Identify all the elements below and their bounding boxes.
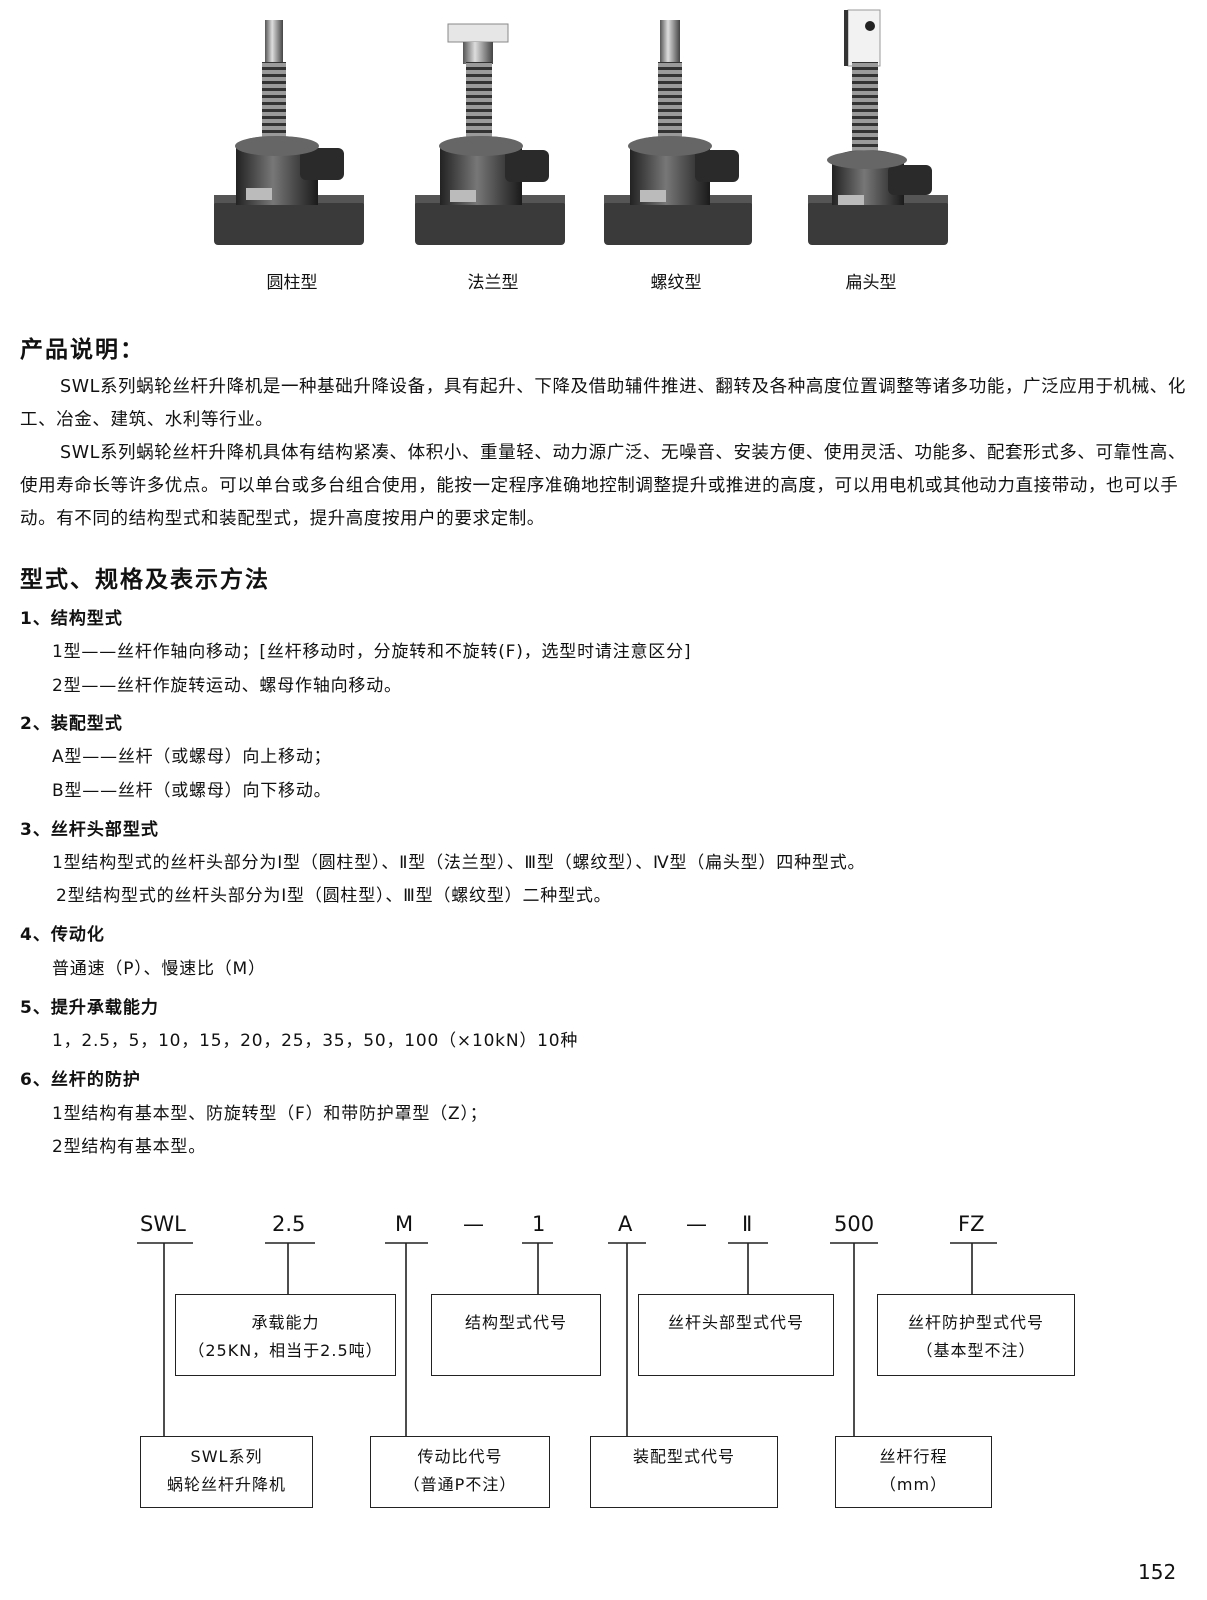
protection-code-box-line-1: 丝杆防护型式代号	[907, 1313, 1044, 1332]
assembly-code-box-line-1: 装配型式代号	[632, 1447, 735, 1466]
assembly-type-line-2: B型——丝杆（或螺母）向下移动。	[52, 781, 332, 801]
code-stroke: 500	[834, 1212, 875, 1236]
transmission-title: 4、传动化	[20, 925, 105, 945]
code-assembly: A	[618, 1212, 633, 1236]
screw-head-code-box: 丝杆头部型式代号	[638, 1294, 834, 1376]
protection-line-2: 2型结构有基本型。	[52, 1137, 207, 1157]
stroke-box-line-1: 丝杆行程	[879, 1447, 948, 1466]
stroke-box: 丝杆行程 （mm）	[835, 1436, 992, 1508]
screw-head-type-line-2: 2型结构型式的丝杆头部分为Ⅰ型（圆柱型）、Ⅲ型（螺纹型）二种型式。	[56, 886, 612, 906]
assembly-type-title: 2、装配型式	[20, 714, 123, 734]
code-series: SWL	[140, 1212, 186, 1236]
protection-code-box: 丝杆防护型式代号 （基本型不注）	[877, 1294, 1075, 1376]
assembly-code-box: 装配型式代号	[590, 1436, 778, 1508]
description-heading: 产品说明：	[20, 337, 145, 363]
code-structure: 1	[532, 1212, 546, 1236]
caption-flat: 扁头型	[845, 273, 897, 293]
flat-head-jack-image	[808, 9, 948, 245]
code-screw-head: Ⅱ	[742, 1212, 753, 1236]
ratio-code-box-line-1: 传动比代号	[417, 1447, 503, 1466]
protection-title: 6、丝杆的防护	[20, 1070, 141, 1090]
series-box-line-2: 蜗轮丝杆升降机	[166, 1475, 286, 1494]
screw-head-type-title: 3、丝杆头部型式	[20, 820, 159, 840]
screw-head-code-box-line-1: 丝杆头部型式代号	[667, 1313, 804, 1332]
capacity-title: 5、提升承载能力	[20, 998, 159, 1018]
protection-code-box-line-2: （基本型不注）	[916, 1341, 1036, 1360]
structure-type-line-2: 2型——丝杆作旋转运动、螺母作轴向移动。	[52, 676, 402, 696]
ratio-code-box: 传动比代号 （普通P不注）	[370, 1436, 550, 1508]
screw-head-type-line-1: 1型结构型式的丝杆头部分为Ⅰ型（圆柱型）、Ⅱ型（法兰型）、Ⅲ型（螺纹型）、Ⅳ型（…	[52, 853, 866, 873]
product-photos	[214, 9, 948, 245]
series-box: SWL系列 蜗轮丝杆升降机	[140, 1436, 313, 1508]
structure-code-box-line-1: 结构型式代号	[464, 1313, 567, 1332]
code-capacity: 2.5	[272, 1212, 306, 1236]
cylinder-head-jack-image	[214, 20, 364, 245]
threaded-head-jack-image	[604, 20, 752, 245]
structure-type-line-1: 1型——丝杆作轴向移动；[丝杆移动时，分旋转和不旋转(F)，选型时请注意区分]	[52, 642, 692, 662]
protection-line-1: 1型结构有基本型、防旋转型（F）和带防护罩型（Z）；	[52, 1104, 488, 1124]
capacity-box-line-1: 承载能力	[251, 1313, 320, 1332]
structure-type-title: 1、结构型式	[20, 609, 123, 629]
flange-head-jack-image	[415, 23, 565, 245]
caption-cylinder: 圆柱型	[266, 273, 318, 293]
page-number: 152	[1138, 1560, 1177, 1584]
code-protection: FZ	[958, 1212, 985, 1236]
transmission-line-1: 普通速（P）、慢速比（M）	[52, 959, 266, 979]
stroke-box-line-2: （mm）	[879, 1475, 948, 1494]
assembly-type-line-1: A型——丝杆（或螺母）向上移动；	[52, 747, 332, 767]
code-dash-2: —	[686, 1212, 707, 1236]
description-paragraph-2: SWL系列蜗轮丝杆升降机具体有结构紧凑、体积小、重量轻、动力源广泛、无噪音、安装…	[20, 443, 1186, 529]
series-box-line-1: SWL系列	[190, 1447, 263, 1466]
description-paragraph-1: SWL系列蜗轮丝杆升降机是一种基础升降设备，具有起升、下降及借助辅件推进、翻转及…	[20, 377, 1186, 430]
capacity-line-1: 1，2.5，5，10，15，20，25，35，50，100（×10kN）10种	[52, 1031, 579, 1051]
capacity-box: 承载能力 （25KN，相当于2.5吨）	[175, 1294, 396, 1376]
ratio-code-box-line-2: （普通P不注）	[403, 1475, 517, 1494]
caption-flange: 法兰型	[467, 273, 519, 293]
code-dash-1: —	[463, 1212, 484, 1236]
structure-code-box: 结构型式代号	[431, 1294, 601, 1376]
caption-threaded: 螺纹型	[650, 273, 702, 293]
spec-heading: 型式、规格及表示方法	[20, 567, 270, 593]
code-ratio: M	[395, 1212, 414, 1236]
capacity-box-line-2: （25KN，相当于2.5吨）	[188, 1341, 383, 1360]
